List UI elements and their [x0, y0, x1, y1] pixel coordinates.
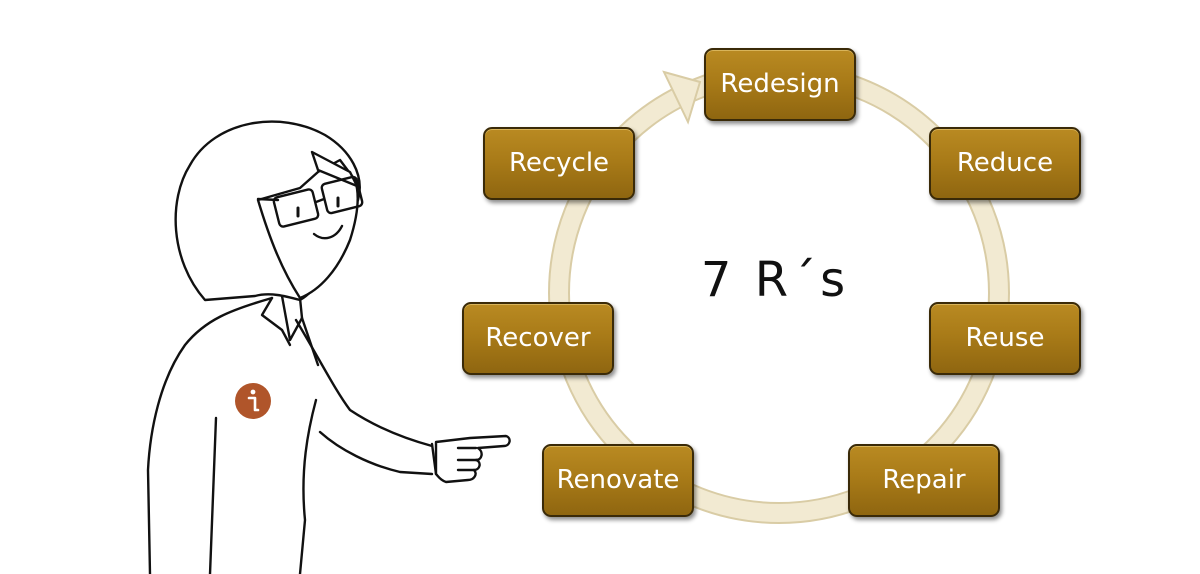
step-recycle: Recycle [483, 127, 635, 200]
glasses-icon [256, 175, 364, 228]
step-redesign: Redesign [704, 48, 856, 121]
step-recover: Recover [462, 302, 614, 375]
info-badge [235, 383, 271, 419]
step-reuse: Reuse [929, 302, 1081, 375]
step-repair: Repair [848, 444, 1000, 517]
body [146, 296, 318, 574]
diagram-title: 7 R´s [700, 252, 850, 308]
face [256, 158, 359, 300]
step-reduce: Reduce [929, 127, 1081, 200]
step-renovate: Renovate [542, 444, 694, 517]
cycle-arrow-icon [662, 70, 702, 125]
presenter-character [146, 120, 511, 574]
arm [294, 318, 434, 476]
